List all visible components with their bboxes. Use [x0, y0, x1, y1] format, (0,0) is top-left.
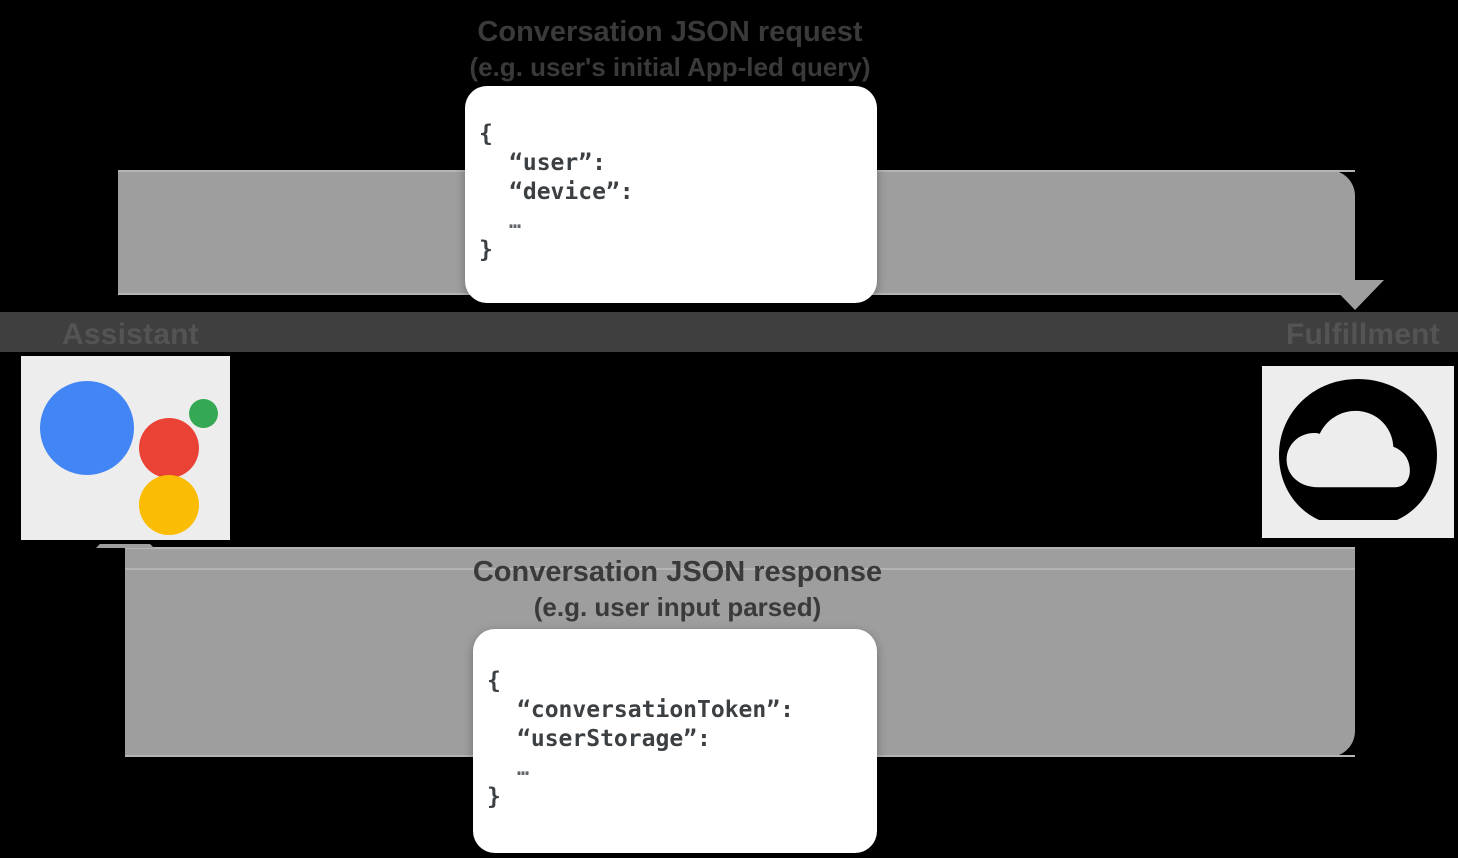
response-arrow-rule-top: [125, 547, 1355, 549]
assistant-node-label: Assistant: [62, 318, 199, 351]
google-assistant-logo: [21, 356, 230, 540]
response-json-ellipsis: …: [517, 756, 531, 780]
request-caption-secondary: (e.g. user's initial App-led query): [469, 52, 871, 82]
response-caption-secondary: (e.g. user input parsed): [533, 592, 822, 622]
response-caption: Conversation JSON response (e.g. user in…: [0, 554, 1355, 624]
request-caption: Conversation JSON request (e.g. user's i…: [0, 14, 1340, 84]
assistant-green-dot-icon: [189, 399, 218, 428]
request-json-close-brace: }: [479, 237, 493, 263]
response-json-open-brace: {: [487, 668, 501, 694]
request-arrowhead-icon: [1326, 280, 1384, 310]
response-json-close-brace: }: [487, 784, 501, 810]
response-json-card: { “conversationToken”: “userStorage”: … …: [473, 629, 877, 853]
request-json-key-device: “device”:: [509, 179, 634, 205]
node-row-background: [0, 352, 1458, 544]
request-json-card: { “user”: “device”: … }: [465, 86, 877, 303]
assistant-red-dot-icon: [139, 418, 199, 478]
request-json-open-brace: {: [479, 121, 493, 147]
assistant-blue-dot-icon: [40, 381, 134, 475]
assistant-yellow-dot-icon: [139, 475, 199, 535]
fulfillment-node-tile: [1262, 366, 1454, 538]
request-caption-primary: Conversation JSON request: [477, 16, 863, 48]
response-caption-primary: Conversation JSON response: [472, 556, 883, 588]
response-json-key-user-storage: “userStorage”:: [517, 726, 711, 752]
request-json-ellipsis: …: [509, 209, 523, 233]
request-json-key-user: “user”:: [509, 150, 606, 176]
response-arrow-rule-inner: [125, 568, 1355, 570]
response-json-key-conversation-token: “conversationToken”:: [517, 697, 794, 723]
fulfillment-node-label: Fulfillment: [1286, 318, 1440, 351]
cloud-icon: [1275, 377, 1441, 527]
node-row-strip: [0, 312, 1458, 354]
